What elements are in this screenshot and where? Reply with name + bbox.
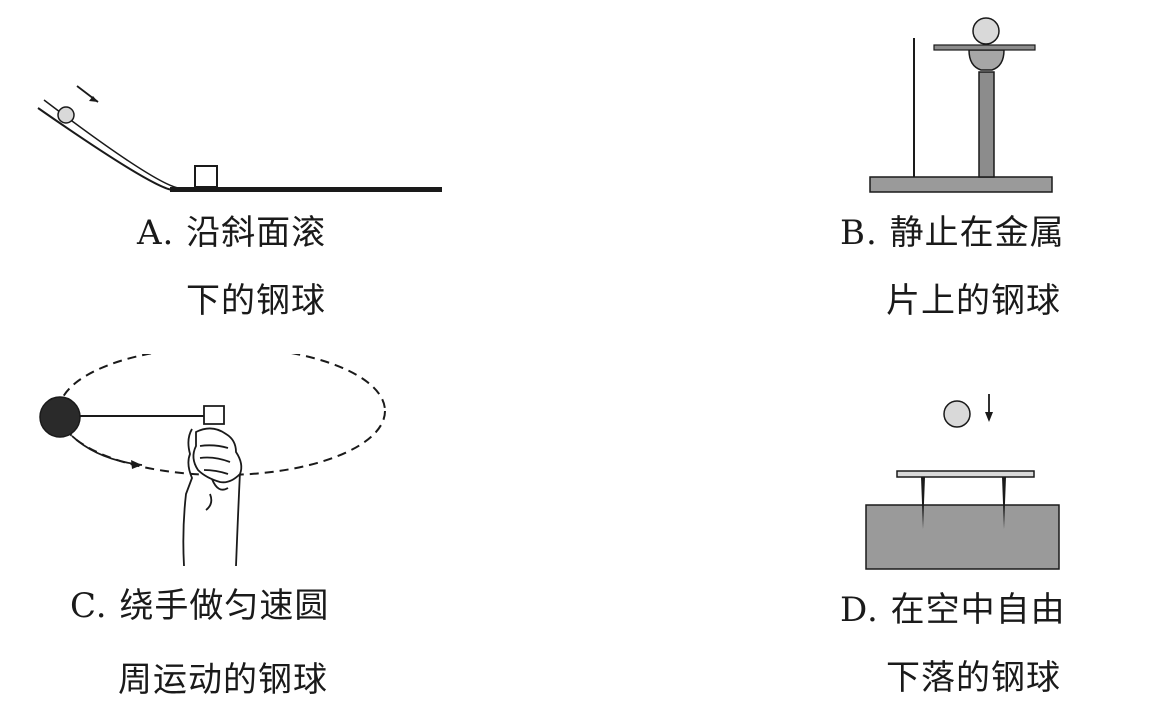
table-leg-right <box>1002 477 1006 529</box>
steel-ball <box>57 106 75 124</box>
hand <box>182 405 243 567</box>
stand-base <box>869 176 1053 193</box>
sand-box <box>865 504 1060 570</box>
caption-d-line1: D. 在空中自由 <box>840 582 1066 631</box>
steel-ball <box>39 396 81 438</box>
option-letter: D. <box>840 590 879 630</box>
caption-text: 静止在金属 <box>889 213 1065 253</box>
motion-arrow-head <box>89 96 98 102</box>
post-cup <box>968 49 1005 71</box>
option-a: A. 沿斜面滚 下的钢球 <box>0 0 576 354</box>
option-d: D. 在空中自由 下落的钢球 <box>576 354 1153 709</box>
free-fall-figure <box>865 394 1060 570</box>
caption-text: 沿斜面滚 <box>186 213 327 253</box>
fall-arrow-head <box>985 412 993 422</box>
caption-b-line2: 片上的钢球 <box>886 281 1061 321</box>
option-letter: A. <box>137 213 175 253</box>
metal-plate <box>933 44 1036 51</box>
circular-motion-figure <box>39 354 386 567</box>
stand-post <box>978 71 995 178</box>
caption-a-line2: 下的钢球 <box>186 281 326 321</box>
steel-ball <box>972 17 1000 45</box>
option-b: B. 静止在金属 片上的钢球 <box>576 0 1153 354</box>
table-top <box>896 470 1035 478</box>
option-c: C. 绕手做匀速圆 周运动的钢球 <box>0 354 576 709</box>
option-letter: B. <box>840 213 878 253</box>
steel-ball <box>943 400 971 428</box>
caption-c-line2: 周运动的钢球 <box>118 660 328 700</box>
caption-text: 在空中自由 <box>890 590 1066 630</box>
option-letter: C. <box>70 586 108 626</box>
caption-text: 绕手做匀速圆 <box>119 586 330 626</box>
caption-c-line1: C. 绕手做匀速圆 <box>70 578 329 627</box>
table-leg-left <box>921 477 925 529</box>
block <box>194 165 218 188</box>
caption-a-line1: A. 沿斜面滚 <box>137 205 326 254</box>
caption-d-line2: 下落的钢球 <box>886 658 1061 698</box>
ground-surface <box>170 187 442 192</box>
caption-b-line1: B. 静止在金属 <box>840 205 1065 254</box>
stand-figure <box>869 17 1053 193</box>
incline-ramp <box>37 107 173 191</box>
incline-figure <box>37 85 442 192</box>
motion-arrow-head <box>131 460 142 469</box>
